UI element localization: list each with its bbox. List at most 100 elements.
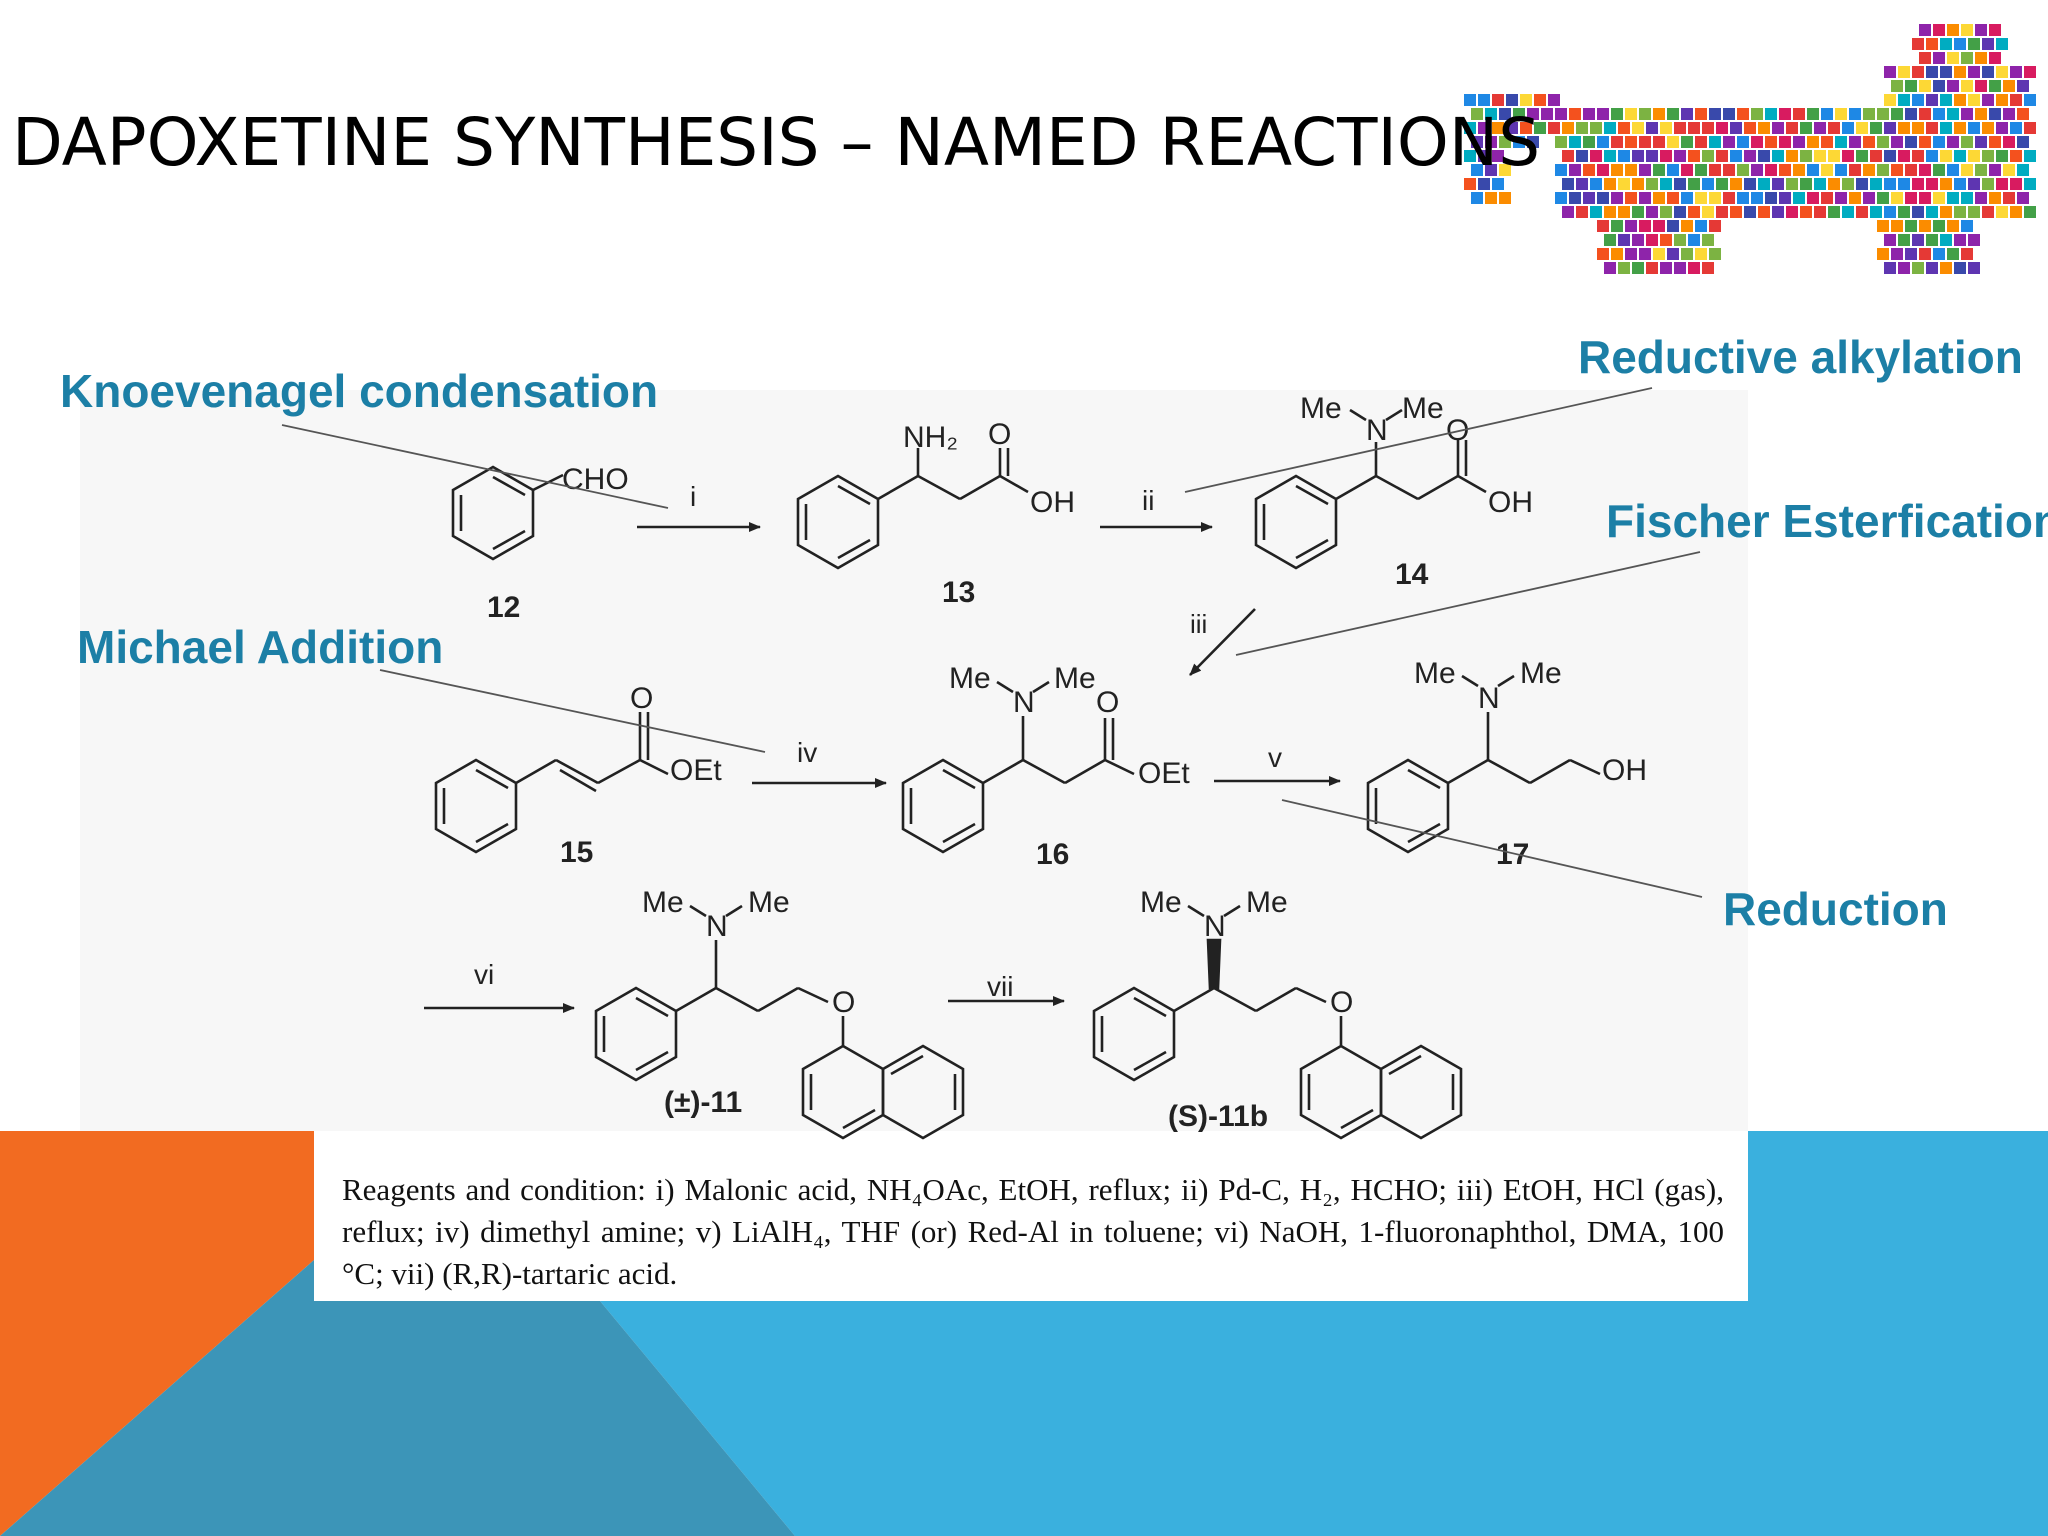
lion-mosaic-cube bbox=[1877, 164, 1889, 176]
lion-mosaic-cube bbox=[1639, 164, 1651, 176]
lion-mosaic-cube bbox=[1800, 178, 1812, 190]
lion-mosaic-cube bbox=[1786, 178, 1798, 190]
group-me-11b: Me bbox=[748, 886, 790, 919]
lion-mosaic-cube bbox=[1821, 136, 1833, 148]
lion-mosaic-cube bbox=[1688, 178, 1700, 190]
lion-mosaic-cube bbox=[1877, 248, 1889, 260]
lion-mosaic-cube bbox=[1961, 24, 1973, 36]
mid-blue-shape bbox=[0, 1260, 795, 1536]
lion-mosaic-cube bbox=[1968, 234, 1980, 246]
lion-mosaic-cube bbox=[1947, 80, 1959, 92]
lion-mosaic-cube bbox=[2017, 164, 2029, 176]
lion-mosaic-cube bbox=[1702, 234, 1714, 246]
lion-mosaic-cube bbox=[1919, 108, 1931, 120]
leader-knoevenagel bbox=[281, 424, 669, 509]
group-n-16: N bbox=[1013, 686, 1035, 719]
lion-mosaic-cube bbox=[1856, 178, 1868, 190]
lion-mosaic-cube bbox=[1793, 108, 1805, 120]
lion-mosaic-cube bbox=[1779, 164, 1791, 176]
lion-mosaic-cube bbox=[1940, 94, 1952, 106]
step-vii: vii bbox=[987, 971, 1013, 1002]
lion-mosaic-cube bbox=[1583, 164, 1595, 176]
lion-mosaic-cube bbox=[1723, 192, 1735, 204]
lion-mosaic-cube bbox=[1814, 122, 1826, 134]
lion-mosaic-cube bbox=[1856, 122, 1868, 134]
reagents-box: Reagents and condition: i) Malonic acid,… bbox=[314, 1131, 1748, 1301]
lion-mosaic-cube bbox=[1478, 94, 1490, 106]
lion-mosaic-cube bbox=[1919, 24, 1931, 36]
lion-mosaic-cube bbox=[1982, 66, 1994, 78]
lion-mosaic-cube bbox=[1968, 206, 1980, 218]
group-n-11: N bbox=[706, 910, 728, 943]
group-o-15: O bbox=[630, 682, 653, 715]
lion-mosaic-cube bbox=[1807, 164, 1819, 176]
lion-mosaic-cube bbox=[1660, 178, 1672, 190]
lion-mosaic-cube bbox=[1968, 150, 1980, 162]
lion-mosaic-cube bbox=[1681, 220, 1693, 232]
lion-mosaic-cube bbox=[1821, 192, 1833, 204]
lion-mosaic-cube bbox=[1562, 122, 1574, 134]
lion-mosaic-cube bbox=[1912, 150, 1924, 162]
lion-mosaic-cube bbox=[1709, 220, 1721, 232]
lion-mosaic-cube bbox=[1835, 192, 1847, 204]
lion-mosaic-cube bbox=[1485, 136, 1497, 148]
lion-mosaic-cube bbox=[1478, 150, 1490, 162]
label-reduction: Reduction bbox=[1723, 883, 1948, 935]
lion-mosaic-cube bbox=[1919, 248, 1931, 260]
lion-mosaic-cube bbox=[1877, 220, 1889, 232]
lion-mosaic-cube bbox=[1695, 108, 1707, 120]
lion-mosaic-cube bbox=[1744, 206, 1756, 218]
lion-mosaic-cube bbox=[1625, 248, 1637, 260]
lion-mosaic-cube bbox=[1919, 192, 1931, 204]
lion-mosaic-cube bbox=[1912, 122, 1924, 134]
lion-mosaic-cube bbox=[1961, 192, 1973, 204]
lion-mosaic-cube bbox=[1947, 52, 1959, 64]
lion-mosaic-cube bbox=[1506, 94, 1518, 106]
lion-mosaic-cube bbox=[1625, 192, 1637, 204]
lion-mosaic-cube bbox=[1961, 80, 1973, 92]
lion-mosaic-cube bbox=[1989, 192, 2001, 204]
group-cho: CHO bbox=[562, 463, 629, 496]
lion-mosaic-cube bbox=[1492, 150, 1504, 162]
group-oh-17: OH bbox=[1602, 754, 1647, 787]
lion-mosaic-cube bbox=[1611, 192, 1623, 204]
lion-mosaic-cube bbox=[1996, 150, 2008, 162]
lion-mosaic-cube bbox=[1821, 108, 1833, 120]
lion-mosaic-cube bbox=[1884, 206, 1896, 218]
lion-mosaic-cube bbox=[1653, 248, 1665, 260]
leader-fischer bbox=[1235, 551, 1701, 656]
lion-mosaic-cube bbox=[1632, 206, 1644, 218]
lion-mosaic-cube bbox=[1926, 94, 1938, 106]
step-iii: iii bbox=[1190, 609, 1207, 639]
lion-mosaic-cube bbox=[1520, 122, 1532, 134]
lion-mosaic-cube bbox=[1905, 108, 1917, 120]
lion-mosaic-cube bbox=[2017, 108, 2029, 120]
lion-mosaic-cube bbox=[1471, 108, 1483, 120]
lion-mosaic-cube bbox=[2010, 206, 2022, 218]
lion-mosaic-cube bbox=[1758, 206, 1770, 218]
lion-mosaic-cube bbox=[1688, 234, 1700, 246]
lion-mosaic-cube bbox=[1877, 136, 1889, 148]
lion-mosaic-cube bbox=[1730, 122, 1742, 134]
group-me-16b: Me bbox=[1054, 662, 1096, 695]
lion-mosaic-cube bbox=[1492, 178, 1504, 190]
lion-mosaic-cube bbox=[1947, 136, 1959, 148]
lion-mosaic-cube bbox=[1933, 24, 1945, 36]
lion-mosaic-cube bbox=[1996, 38, 2008, 50]
lion-mosaic-cube bbox=[1653, 136, 1665, 148]
lion-mosaic-cube bbox=[1849, 164, 1861, 176]
lion-mosaic-cube bbox=[1597, 220, 1609, 232]
lion-mosaic-cube bbox=[1611, 220, 1623, 232]
lion-mosaic-cube bbox=[1660, 122, 1672, 134]
lion-mosaic-cube bbox=[1891, 192, 1903, 204]
lion-mosaic-cube bbox=[1856, 206, 1868, 218]
lion-mosaic-cube bbox=[1716, 206, 1728, 218]
lion-mosaic-cube bbox=[1828, 122, 1840, 134]
lion-mosaic-cube bbox=[1891, 136, 1903, 148]
lion-mosaic-cube bbox=[1695, 164, 1707, 176]
lion-mosaic-cube bbox=[1548, 94, 1560, 106]
lion-mosaic-cube bbox=[1765, 164, 1777, 176]
lion-mosaic-cube bbox=[1947, 24, 1959, 36]
compound-11-structure bbox=[594, 904, 965, 1140]
